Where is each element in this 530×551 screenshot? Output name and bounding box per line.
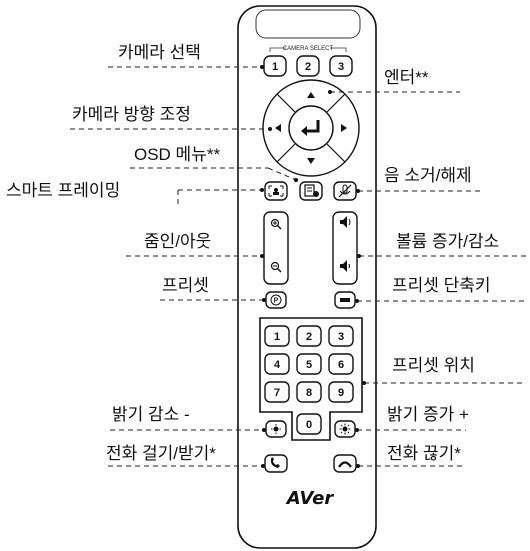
volume-rocker[interactable] [332,211,358,285]
dpad-down-arrow[interactable] [307,158,315,164]
brightness-up-icon [339,423,351,435]
svg-text:4: 4 [274,359,281,371]
svg-text:5: 5 [306,359,312,371]
label-camera-select: 카메라 선택 [118,43,201,62]
camera-button-3[interactable]: 3 [329,55,353,77]
svg-text:0: 0 [306,419,312,431]
phone-hangup-icon [338,461,352,468]
label-smart-framing: 스마트 프레이밍 [6,181,121,200]
remote-inner-top [255,9,361,39]
mute-button[interactable] [333,181,357,201]
svg-text:3: 3 [338,61,344,73]
keypad-button-8[interactable]: 8 [296,381,322,403]
menu-icon [304,184,319,197]
label-call-end: 전화 끊기* [387,444,461,463]
call-end-button[interactable] [333,454,357,473]
brightness-down-button[interactable] [265,420,287,438]
svg-text:7: 7 [274,387,280,399]
label-preset: 프리셋 [162,276,209,295]
label-brightness-up: 밝기 증가 + [387,405,469,424]
svg-text:8: 8 [306,387,312,399]
brand-logo: AVer [285,488,335,509]
preset-shortcut-button[interactable] [334,291,356,309]
svg-text:1: 1 [274,331,280,343]
label-preset-position: 프리셋 위치 [392,356,475,375]
label-brightness-down: 밝기 감소 - [112,405,190,424]
keypad-button-9[interactable]: 9 [328,381,354,403]
leader-lines [70,66,526,467]
camera-button-1[interactable]: 1 [263,55,287,77]
svg-text:9: 9 [338,387,344,399]
keypad-button-5[interactable]: 5 [296,353,322,375]
label-preset-shortcut: 프리셋 단축키 [392,276,491,295]
label-call-answer: 전화 걸기/받기* [106,444,216,463]
label-enter: 엔터** [384,68,429,87]
label-osd-menu: OSD 메뉴** [134,145,221,164]
label-camera-direction: 카메라 방향 조정 [72,105,191,124]
zoom-in-icon [270,218,282,230]
keypad-button-0[interactable]: 0 [296,413,322,435]
zoom-rocker[interactable] [263,211,289,285]
brightness-up-button[interactable] [334,420,356,438]
keypad-button-3[interactable]: 3 [328,325,354,347]
preset-keypad: 1 2 3 4 5 6 7 8 9 0 [264,325,354,435]
smart-frame-icon [268,185,284,197]
keypad-button-7[interactable]: 7 [264,381,290,403]
phone-answer-icon [270,457,280,468]
speaker-up-icon [340,216,351,228]
mic-mute-icon [338,184,352,198]
label-mute-unmute: 음 소거/해제 [384,166,472,185]
shortcut-bar-icon [340,298,350,302]
svg-text:3: 3 [338,331,344,343]
svg-text:6: 6 [338,359,344,371]
dpad [262,79,360,177]
zoom-out-icon [270,261,282,273]
leader-dots [260,65,366,468]
keypad-button-1[interactable]: 1 [264,325,290,347]
keypad-button-6[interactable]: 6 [328,353,354,375]
label-zoom-in-out: 줌인/아웃 [144,232,212,251]
svg-text:P: P [274,298,279,305]
svg-text:2: 2 [305,61,311,73]
preset-button[interactable]: P [265,291,287,309]
keypad-button-4[interactable]: 4 [264,353,290,375]
dpad-up-arrow[interactable] [307,92,315,98]
osd-menu-button[interactable] [299,181,323,201]
enter-return-icon[interactable] [301,120,320,136]
camera-select-caption: CAMERA SELECT [283,46,334,52]
keypad-frame [259,317,363,441]
preset-p-icon [270,294,282,306]
camera-button-2[interactable]: 2 [296,55,320,77]
keypad-button-2[interactable]: 2 [296,325,322,347]
label-volume-up-down: 볼륨 증가/감소 [396,232,500,251]
svg-text:1: 1 [272,61,278,73]
dpad-left-arrow[interactable] [275,124,281,132]
dpad-right-arrow[interactable] [341,124,347,132]
smart-frame-button[interactable] [264,181,288,201]
speaker-down-icon [340,260,350,272]
brightness-down-icon [271,424,281,434]
call-answer-button[interactable] [264,454,288,473]
svg-text:2: 2 [306,331,312,343]
